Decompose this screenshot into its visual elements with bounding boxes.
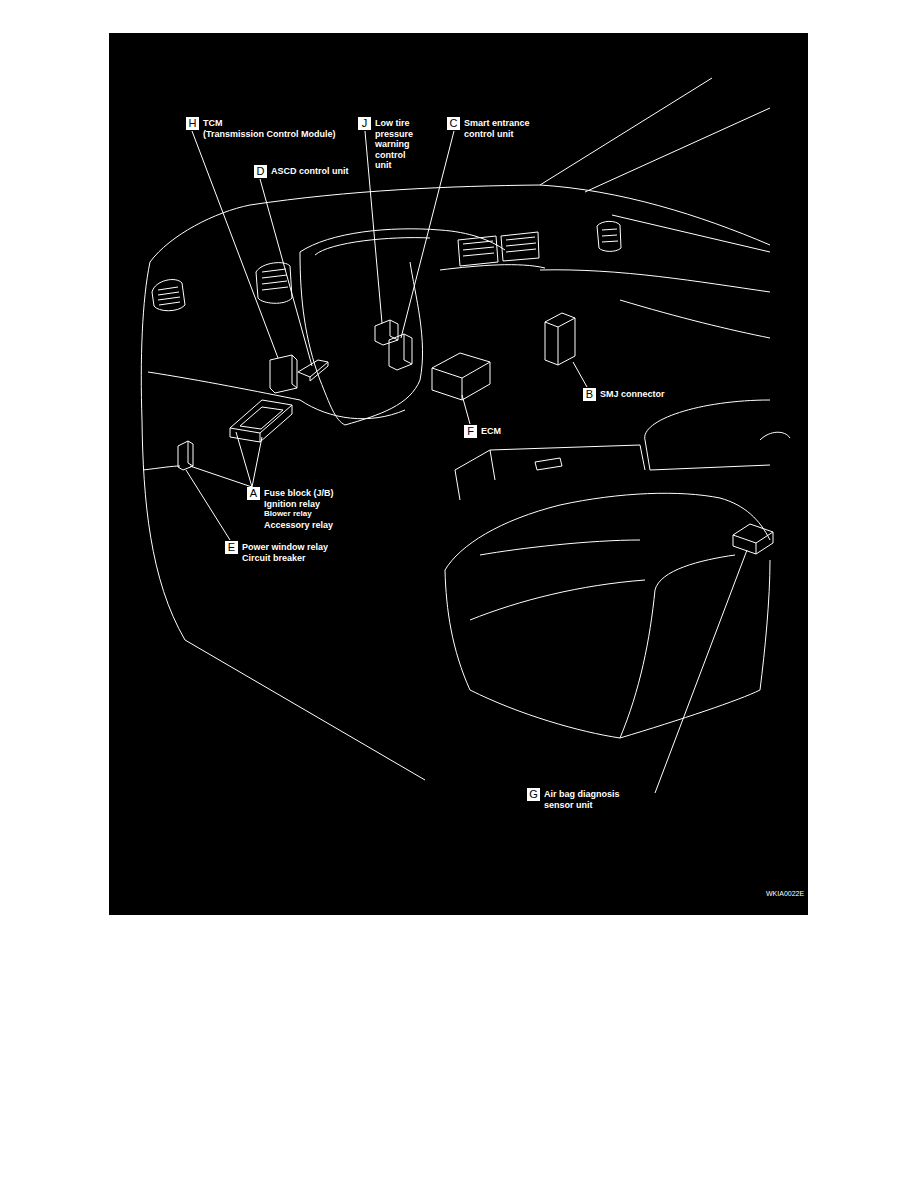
callout-text-group: Air bag diagnosis sensor unit: [544, 789, 636, 810]
callout-text-group: Fuse block (J/B)Ignition relayBlower rel…: [264, 488, 334, 530]
component-name: Blower relay: [264, 509, 334, 520]
callout-letter: D: [254, 165, 267, 178]
callout-letter: G: [527, 788, 540, 801]
component-name: Accessory relay: [264, 520, 334, 531]
figure-code: WKIA0022E: [766, 890, 804, 898]
callout-label: E Power window relayCircuit breaker: [225, 541, 328, 563]
callout-text-group: Power window relayCircuit breaker: [242, 542, 328, 563]
component-name: Smart entrance control unit: [464, 118, 544, 139]
callout-text-group: Low tire pressure warning control unit: [375, 118, 423, 171]
callout-letter: F: [464, 425, 477, 438]
callout-label: H TCM(Transmission Control Module): [186, 117, 336, 139]
callout-text-group: ECM: [481, 426, 501, 437]
component-name: ASCD control unit: [271, 166, 349, 177]
callout-label: A Fuse block (J/B)Ignition relayBlower re…: [247, 487, 334, 530]
callout-letter: J: [358, 117, 371, 130]
callout-label: D ASCD control unit: [254, 165, 349, 178]
component-name: ECM: [481, 426, 501, 437]
callout-label: B SMJ connector: [583, 388, 665, 401]
callout-letter: E: [225, 541, 238, 554]
component-name: SMJ connector: [600, 389, 665, 400]
callout-text-group: TCM(Transmission Control Module): [203, 118, 336, 139]
component-name: Air bag diagnosis sensor unit: [544, 789, 636, 810]
callout-letter: C: [447, 117, 460, 130]
component-name: Circuit breaker: [242, 553, 328, 564]
component-name: Fuse block (J/B): [264, 488, 334, 499]
component-name: Ignition relay: [264, 499, 334, 510]
callout-text-group: Smart entrance control unit: [464, 118, 544, 139]
component-name: Power window relay: [242, 542, 328, 553]
callout-letter: H: [186, 117, 199, 130]
callout-letter: A: [247, 487, 260, 500]
callout-label: G Air bag diagnosis sensor unit: [527, 788, 636, 810]
callout-text-group: SMJ connector: [600, 389, 665, 400]
component-name: TCM: [203, 118, 336, 129]
callout-label: C Smart entrance control unit: [447, 117, 544, 139]
component-name: (Transmission Control Module): [203, 129, 336, 140]
callout-letter: B: [583, 388, 596, 401]
callout-text-group: ASCD control unit: [271, 166, 349, 177]
callout-label: F ECM: [464, 425, 501, 438]
callout-label: J Low tire pressure warning control unit: [358, 117, 423, 171]
component-name: Low tire pressure warning control unit: [375, 118, 423, 171]
